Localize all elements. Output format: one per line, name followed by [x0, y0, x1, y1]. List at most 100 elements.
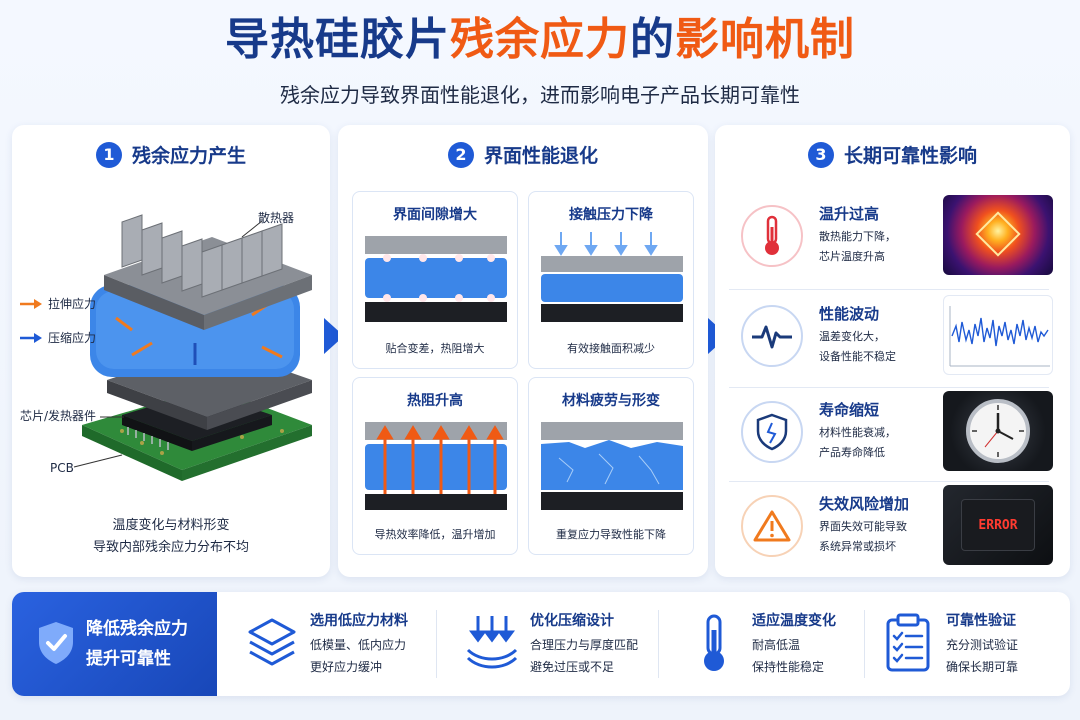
feature-desc-line: 避免过压或不足 [530, 660, 615, 674]
page-subtitle: 残余应力导致界面性能退化，进而影响电子产品长期可靠性 [280, 83, 800, 107]
row-desc-line: 界面失效可能导致 [819, 520, 907, 533]
divider [729, 289, 1049, 290]
feature-desc-line: 充分测试验证 [946, 638, 1019, 652]
row-desc-line: 产品寿命降低 [819, 446, 885, 459]
fatigue-illustration [541, 422, 683, 510]
card-material-fatigue: 材料疲劳与形变 重复应力导致性能下降 [528, 377, 694, 555]
row-desc-line: 芯片温度升高 [819, 250, 885, 263]
panel-interface-degradation: 2 界面性能退化 界面间隙增大 贴合变差，热阻增大 接触压力下降 有 [338, 125, 708, 577]
row-icon-wrap [741, 401, 803, 463]
thermometer-icon [704, 614, 724, 671]
card-contact-pressure-caption: 有效接触面积减少 [567, 342, 655, 355]
divider [658, 610, 659, 678]
panel3-number: 3 [807, 141, 834, 168]
warning-icon [753, 510, 791, 542]
feature-desc: 合理压力与厚度匹配 避免过压或不足 [530, 634, 638, 678]
clock-icon [966, 399, 1030, 463]
error-chip: ERROR [961, 499, 1035, 551]
row-desc-line: 散热能力下降， [819, 230, 896, 243]
card-thermal-resistance: 热阻升高 导热效率降低，温升增加 [352, 377, 518, 555]
heatsink [104, 214, 312, 330]
feature-desc-line: 保持性能稳定 [752, 660, 825, 674]
card-contact-pressure: 接触压力下降 有效接触面积减少 [528, 191, 694, 369]
thermometer-icon [765, 215, 779, 255]
feature-desc: 充分测试验证 确保长期可靠 [946, 634, 1018, 678]
clock-image [943, 391, 1053, 471]
lead-line1: 降低残余应力 [86, 619, 188, 639]
feature-temperature-adaptation: 适应温度变化 耐高低温 保持性能稳定 [664, 592, 874, 696]
divider [729, 481, 1049, 482]
lead-line2: 提升可靠性 [86, 649, 171, 669]
feature-desc-line: 耐高低温 [752, 638, 801, 652]
error-chip-image: ERROR [943, 485, 1053, 565]
label-pcb: PCB [50, 461, 74, 475]
row-failure-risk: 失效风险增加 界面失效可能导致 系统异常或损坏 ERROR [729, 481, 1059, 573]
clipboard-check-icon [886, 613, 930, 672]
legend-tensile: 拉伸应力 [20, 295, 96, 312]
row-temperature-rise: 温升过高 散热能力下降， 芯片温度升高 [729, 191, 1059, 283]
feature-desc: 耐高低温 保持性能稳定 [752, 634, 824, 678]
panel1-number: 1 [95, 141, 122, 168]
panel-residual-stress: 1 残余应力产生 [12, 125, 330, 577]
legend-compressive: 压缩应力 [20, 329, 96, 346]
row-icon-wrap [741, 305, 803, 367]
row-desc-line: 温差变化大， [819, 330, 885, 343]
panel2-title: 界面性能退化 [483, 145, 598, 167]
feature-title: 适应温度变化 [752, 613, 836, 629]
divider [436, 610, 437, 678]
row-lifetime-reduction-title: 寿命缩短 [819, 401, 880, 419]
legend-tensile-label: 拉伸应力 [48, 297, 97, 311]
row-temperature-rise-desc: 散热能力下降， 芯片温度升高 [819, 227, 896, 267]
row-lifetime-reduction: 寿命缩短 材料性能衰减， 产品寿命降低 [729, 387, 1059, 479]
card-interface-gap-caption: 贴合变差，热阻增大 [385, 342, 485, 355]
panel2-number: 2 [447, 141, 474, 168]
feature-title: 选用低应力材料 [310, 613, 408, 629]
solutions-lead: 降低残余应力 提升可靠性 [12, 592, 217, 696]
title-part-4: 影响机制 [675, 14, 855, 65]
row-icon-wrap [741, 495, 803, 557]
feature-desc-line: 合理压力与厚度匹配 [530, 638, 639, 652]
feature-desc: 低模量、低内应力 更好应力缓冲 [310, 634, 406, 678]
card-interface-gap: 界面间隙增大 贴合变差，热阻增大 [352, 191, 518, 369]
card-material-fatigue-caption: 重复应力导致性能下降 [556, 528, 666, 541]
card-interface-gap-title: 界面间隙增大 [393, 207, 477, 223]
row-desc-line: 设备性能不稳定 [819, 350, 896, 363]
feature-title: 优化压缩设计 [530, 613, 614, 629]
feature-desc-line: 确保长期可靠 [946, 660, 1019, 674]
panel3-header: 3 长期可靠性影响 [715, 141, 1070, 168]
solutions-lead-text: 降低残余应力 提升可靠性 [86, 614, 188, 674]
card-thermal-resistance-caption: 导热效率降低，温升增加 [374, 528, 496, 541]
pulse-icon [752, 325, 792, 349]
row-icon-wrap [741, 205, 803, 267]
title-part-3: 的 [630, 14, 675, 65]
panel1-caption: 温度变化与材料形变 导致内部残余应力分布不均 [12, 515, 330, 559]
title-part-1: 导热硅胶片 [225, 14, 450, 65]
thermal-heatmap-image [943, 195, 1053, 275]
error-text: ERROR [978, 517, 1018, 533]
compression-arrows-icon [466, 616, 518, 669]
shield-check-icon [39, 622, 73, 664]
feature-desc-line: 低模量、低内应力 [310, 638, 407, 652]
panel1-caption-line1: 温度变化与材料形变 [112, 518, 230, 533]
layers-icon [248, 618, 296, 666]
row-temperature-rise-title: 温升过高 [819, 205, 880, 223]
pressure-illustration [541, 232, 683, 322]
row-failure-risk-desc: 界面失效可能导致 系统异常或损坏 [819, 517, 907, 557]
title-part-2: 残余应力 [450, 14, 630, 65]
feature-reliability-verification: 可靠性验证 充分测试验证 确保长期可靠 [858, 592, 1068, 696]
legend-compressive-label: 压缩应力 [48, 331, 97, 345]
label-heatsink: 散热器 [258, 211, 295, 225]
row-performance-fluctuation-title: 性能波动 [819, 305, 880, 323]
resistance-illustration [365, 422, 507, 510]
page-title: 导热硅胶片残余应力的影响机制 [0, 10, 1080, 70]
panel2-header: 2 界面性能退化 [338, 141, 708, 168]
panel1-title: 残余应力产生 [131, 145, 246, 167]
panel-reliability-impact: 3 长期可靠性影响 温升过高 散热能力下降， 芯片温度升高 性能波动 [715, 125, 1070, 577]
thermal-stack-illustration [73, 214, 312, 481]
row-performance-fluctuation-desc: 温差变化大， 设备性能不稳定 [819, 327, 896, 367]
card-thermal-resistance-title: 热阻升高 [407, 393, 463, 409]
divider [864, 610, 865, 678]
panel1-header: 1 残余应力产生 [12, 141, 330, 168]
divider [729, 387, 1049, 388]
feature-compression-design: 优化压缩设计 合理压力与厚度匹配 避免过压或不足 [442, 592, 652, 696]
